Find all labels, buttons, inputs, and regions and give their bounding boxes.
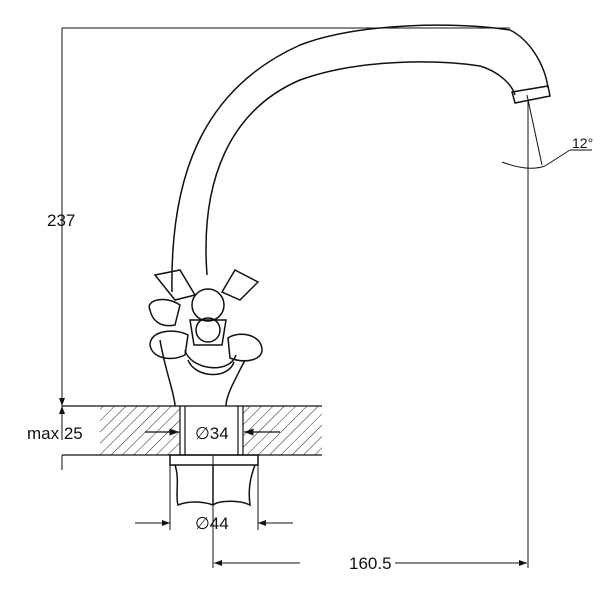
base-diameter-label: ∅44 [195,514,229,533]
dimension-lines [59,27,592,568]
spout [171,24,551,293]
countertop [62,405,322,456]
reach-dimension-label: 160.5 [349,554,392,573]
height-dimension-label: 237 [47,211,76,230]
mounting-nut [169,454,259,507]
thickness-dimension-label: max 25 [27,424,83,443]
spout-angle-label: 12° [572,135,594,151]
faucet-body [148,269,263,407]
hole-diameter-label: ∅34 [195,424,229,443]
